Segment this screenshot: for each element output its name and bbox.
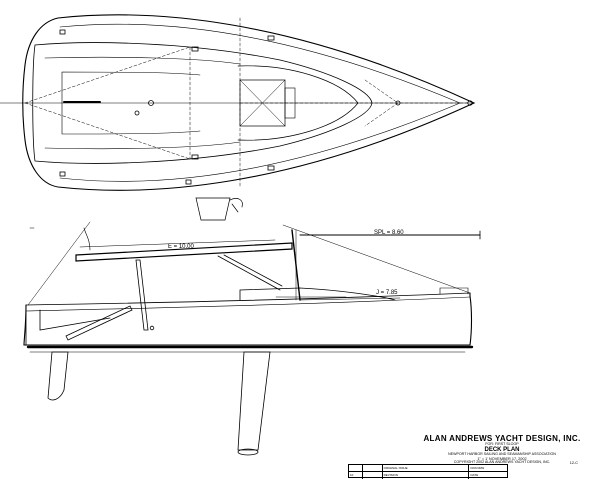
title-block: ALAN ANDREWS YACHT DESIGN, INC. FOR: FIR… — [422, 434, 582, 465]
keel — [237, 351, 271, 451]
hull-profile — [23, 292, 473, 346]
stanchion — [135, 259, 149, 331]
e-dimension-line — [79, 239, 276, 248]
coaming-line — [44, 56, 241, 150]
rev-desc: ORIGINAL ISSUE — [383, 465, 470, 471]
rev-no: 10 — [349, 472, 363, 479]
company-name: ALAN ANDREWS YACHT DESIGN, INC. — [423, 434, 581, 443]
copyright-note: COPYRIGHT 2002 ALAN ANDREWS YACHT DESIGN… — [453, 460, 551, 465]
rev-desc: REVISION — [383, 472, 470, 479]
revision-table: ORIGINAL ISSUE DOK/JRW 10 REVISION DATE — [348, 464, 508, 479]
tiller — [65, 305, 133, 341]
stern-pulpit — [29, 227, 91, 251]
deck-line-profile — [25, 296, 471, 312]
outboard-bracket — [195, 197, 243, 221]
cockpit-outline — [32, 42, 373, 164]
vang — [217, 254, 283, 291]
sheer-line-profile — [25, 292, 471, 306]
winch-profile — [149, 325, 155, 331]
sheet-number: 12-C — [569, 461, 578, 465]
cleat-2 — [191, 154, 199, 160]
j-dimension-line — [299, 297, 401, 301]
rev-date — [363, 472, 383, 479]
rev-date — [363, 465, 383, 471]
cockpit-floor-line — [61, 71, 201, 135]
revision-row: 10 REVISION DATE — [349, 472, 507, 479]
backstay — [27, 221, 91, 306]
revision-row: ORIGINAL ISSUE DOK/JRW — [349, 465, 507, 472]
rudder — [47, 351, 69, 401]
cleat-3 — [267, 35, 275, 41]
cleat-1 — [191, 46, 199, 52]
j-dimension-label: J = 7.85 — [376, 290, 398, 296]
spl-dimension-label: SPL = 8.60 — [374, 230, 404, 236]
keel-bulb — [237, 448, 259, 456]
chainplate-1 — [59, 171, 66, 177]
scale-date: 1" = 1' NOVEMBER 17, 2002 — [477, 457, 527, 462]
boom — [75, 242, 293, 262]
rev-by: DATE — [470, 473, 479, 477]
design-for: FOR: FIRST SLOOP — [485, 442, 519, 447]
cleat-4 — [267, 165, 275, 171]
profile-view — [23, 221, 481, 456]
e-dimension-label: E = 10.00 — [168, 244, 195, 250]
rev-by: DOK/JRW — [470, 466, 485, 470]
rev-no — [349, 465, 363, 471]
winch-port — [134, 110, 140, 116]
client-name: NEWPORT HARBOR SAILING AND SEAMANSHIP AS… — [448, 452, 556, 457]
sheet-title: DECK PLAN — [484, 447, 520, 454]
hull-outline-plan — [22, 14, 476, 191]
chainplate-2 — [185, 179, 192, 185]
winch-stbd — [148, 100, 154, 106]
forestay — [282, 224, 471, 294]
transom — [25, 304, 111, 346]
shroud-lines-plan — [24, 17, 471, 189]
bow-pulpit — [439, 287, 469, 295]
chainplate-3 — [59, 29, 66, 35]
plan-view — [0, 14, 476, 221]
